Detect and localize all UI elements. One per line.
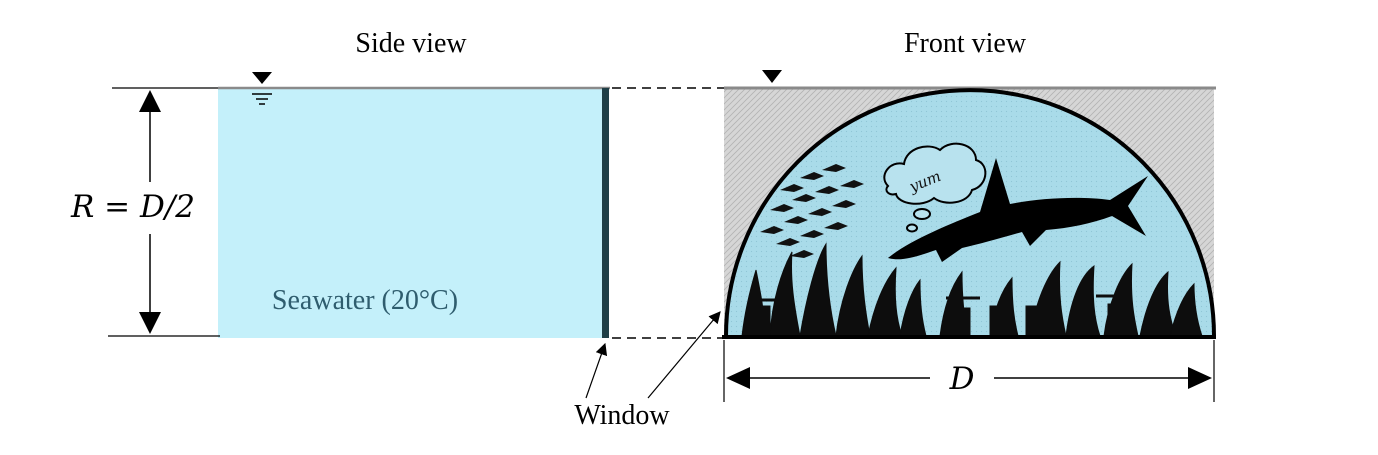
seawater-label: Seawater (20°C)	[272, 285, 458, 316]
seawater-region	[218, 88, 603, 338]
water-surface-triangle-icon	[252, 72, 272, 105]
diameter-dimension	[723, 340, 1215, 402]
side-window-wall	[602, 88, 609, 338]
dimension-r-label: R = D/2	[70, 189, 195, 225]
front-surface-triangle-icon	[762, 70, 782, 83]
side-view-title: Side view	[355, 28, 467, 59]
aquarium-window	[722, 88, 1216, 339]
depth-dimension	[108, 87, 220, 337]
seaweed-silhouette	[741, 242, 1203, 336]
shark-silhouette	[888, 158, 1148, 262]
front-view-title: Front view	[904, 28, 1027, 59]
thought-bubble-icon	[883, 142, 987, 233]
dimension-d-label: D	[949, 361, 975, 397]
fish-school-silhouette	[760, 164, 864, 258]
window-label: Window	[574, 400, 670, 431]
window-leader-lines	[585, 311, 721, 399]
